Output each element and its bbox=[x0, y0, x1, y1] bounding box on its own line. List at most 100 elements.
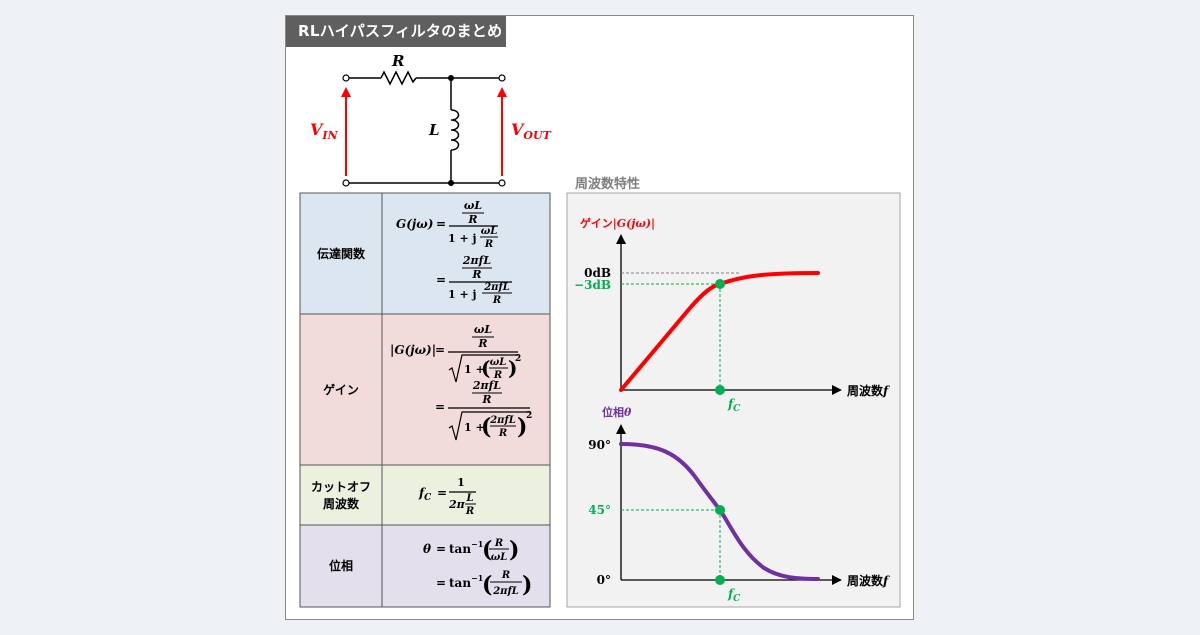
svg-text:): ) bbox=[508, 356, 517, 380]
svg-text:=: = bbox=[436, 217, 446, 231]
svg-text:2: 2 bbox=[515, 354, 521, 364]
svg-text:R: R bbox=[493, 370, 502, 381]
inductor-symbol bbox=[450, 109, 460, 151]
row-phase-bg bbox=[300, 525, 550, 607]
freq-section-title: 周波数特性 bbox=[575, 176, 640, 192]
svg-text:fC: fC bbox=[418, 486, 432, 503]
svg-text:=: = bbox=[437, 486, 447, 500]
svg-text:1 +: 1 + bbox=[464, 421, 485, 434]
svg-text:R: R bbox=[481, 393, 491, 406]
svg-text:R: R bbox=[492, 295, 501, 306]
svg-text:=: = bbox=[436, 576, 446, 590]
row-label-phase: 位相 bbox=[329, 558, 353, 573]
junction-bottom bbox=[448, 180, 454, 186]
panel-title: RLハイパスフィルタのまとめ bbox=[286, 16, 506, 47]
cutoff-frequency-equation: fC = 1 2π L R bbox=[418, 476, 476, 517]
svg-text:2πfL: 2πfL bbox=[472, 379, 501, 392]
inductor-label: L bbox=[428, 121, 440, 139]
circuit-wires bbox=[349, 77, 499, 184]
phase-axis-label: 位相θ bbox=[602, 405, 632, 419]
svg-text:ωL: ωL bbox=[464, 199, 482, 212]
gain-chart: ゲイン|G(jω)| 0dB −3dB fC 周波数f bbox=[574, 216, 890, 414]
gain-axis-label: ゲイン|G(jω)| bbox=[580, 216, 655, 230]
table-grid bbox=[299, 192, 551, 608]
svg-text:2πfL: 2πfL bbox=[489, 415, 516, 426]
gain-tick-0db: 0dB bbox=[584, 266, 611, 280]
vin-label: VIN bbox=[310, 120, 339, 142]
svg-text:1 + j: 1 + j bbox=[448, 232, 477, 245]
gain-fc-axis-point bbox=[715, 385, 725, 395]
svg-text:=: = bbox=[435, 343, 445, 357]
phase-fc-point bbox=[715, 505, 725, 515]
circuit-diagram: R L VIN VOUT bbox=[310, 52, 552, 187]
svg-text:R: R bbox=[467, 213, 477, 226]
svg-text:(: ( bbox=[481, 356, 490, 380]
svg-text:=: = bbox=[435, 400, 445, 414]
svg-text:1: 1 bbox=[457, 476, 465, 489]
row-label-gain: ゲイン bbox=[323, 382, 359, 397]
svg-text:R: R bbox=[471, 268, 481, 281]
phase-fc-label: fC bbox=[727, 587, 741, 604]
svg-text:R: R bbox=[501, 570, 510, 581]
svg-text:ωL: ωL bbox=[490, 357, 507, 368]
summary-figure: R L VIN VOUT 伝達関数 ゲイン カットオフ 周波数 位相 bbox=[299, 52, 901, 608]
gain-fc-label: fC bbox=[727, 397, 741, 414]
row-label-cutoff-2: 周波数 bbox=[323, 496, 360, 511]
svg-text:R: R bbox=[484, 239, 493, 250]
svg-text:1 +: 1 + bbox=[464, 363, 485, 376]
terminal-in-bottom bbox=[342, 179, 350, 187]
terminal-out-bottom bbox=[498, 179, 506, 187]
svg-text:(: ( bbox=[482, 572, 492, 598]
terminal-out-top bbox=[498, 74, 506, 82]
summary-panel: RLハイパスフィルタのまとめ bbox=[285, 15, 914, 620]
row-label-cutoff-1: カットオフ bbox=[311, 480, 371, 494]
svg-text:2πfL: 2πfL bbox=[483, 282, 510, 293]
transfer-function-equation: G(jω) = ωL R 1 + j ωL R = 2πfL R 1 + j 2… bbox=[396, 199, 512, 306]
svg-text:tan−1: tan−1 bbox=[449, 539, 483, 556]
svg-text:θ: θ bbox=[423, 542, 431, 556]
svg-text:L: L bbox=[465, 493, 473, 504]
svg-text:2πfL: 2πfL bbox=[492, 586, 519, 597]
svg-text:): ) bbox=[509, 537, 519, 563]
row-gain-bg bbox=[300, 314, 550, 465]
row-cutoff-bg bbox=[300, 465, 550, 525]
svg-text:G(jω): G(jω) bbox=[396, 217, 433, 231]
phase-chart: 位相θ 90° 45° 0° fC 周波数f bbox=[588, 405, 890, 604]
freq-chart-frame bbox=[566, 192, 901, 608]
svg-text:=: = bbox=[436, 542, 446, 556]
phase-tick-45: 45° bbox=[588, 503, 611, 517]
svg-text:2πfL: 2πfL bbox=[462, 254, 491, 267]
row-transfer-bg bbox=[300, 193, 550, 314]
terminal-in-top bbox=[342, 74, 350, 82]
svg-text:(: ( bbox=[481, 414, 491, 440]
junction-top bbox=[448, 75, 454, 81]
phase-tick-0: 0° bbox=[597, 573, 611, 587]
svg-text:tan−1: tan−1 bbox=[449, 573, 483, 590]
resistor-symbol bbox=[380, 70, 417, 86]
svg-text:): ) bbox=[522, 572, 532, 598]
gain-tick-3db: −3dB bbox=[574, 278, 611, 292]
svg-text:): ) bbox=[517, 414, 527, 440]
svg-text:R: R bbox=[498, 428, 507, 439]
svg-text:(: ( bbox=[482, 537, 492, 563]
resistor-label: R bbox=[391, 52, 404, 70]
svg-text:|G(jω)|: |G(jω)| bbox=[390, 343, 436, 357]
summary-table: 伝達関数 ゲイン カットオフ 周波数 位相 G(jω) = ωL R 1 + j… bbox=[299, 192, 551, 608]
gain-x-label: 周波数f bbox=[847, 383, 890, 398]
phase-equation: θ = tan−1 ( R ωL ) = tan−1 ( R 2πfL ) bbox=[423, 537, 532, 598]
svg-text:R: R bbox=[494, 538, 503, 549]
svg-text:ωL: ωL bbox=[491, 552, 508, 563]
svg-text:R: R bbox=[477, 337, 487, 350]
svg-text:=: = bbox=[436, 273, 446, 287]
phase-tick-90: 90° bbox=[588, 438, 611, 452]
svg-text:1 + j: 1 + j bbox=[448, 288, 477, 301]
gain-equation: |G(jω)| = ωL R 1 + ( ωL R ) 2 = 2πfL R bbox=[390, 323, 532, 441]
row-label-transfer: 伝達関数 bbox=[317, 246, 366, 261]
svg-text:2π: 2π bbox=[448, 498, 466, 511]
gain-fc-point bbox=[715, 279, 725, 289]
svg-text:ωL: ωL bbox=[481, 226, 498, 237]
svg-text:2: 2 bbox=[526, 411, 532, 421]
svg-text:R: R bbox=[465, 506, 474, 517]
phase-x-label: 周波数f bbox=[847, 573, 890, 588]
phase-fc-axis-point bbox=[715, 575, 725, 585]
